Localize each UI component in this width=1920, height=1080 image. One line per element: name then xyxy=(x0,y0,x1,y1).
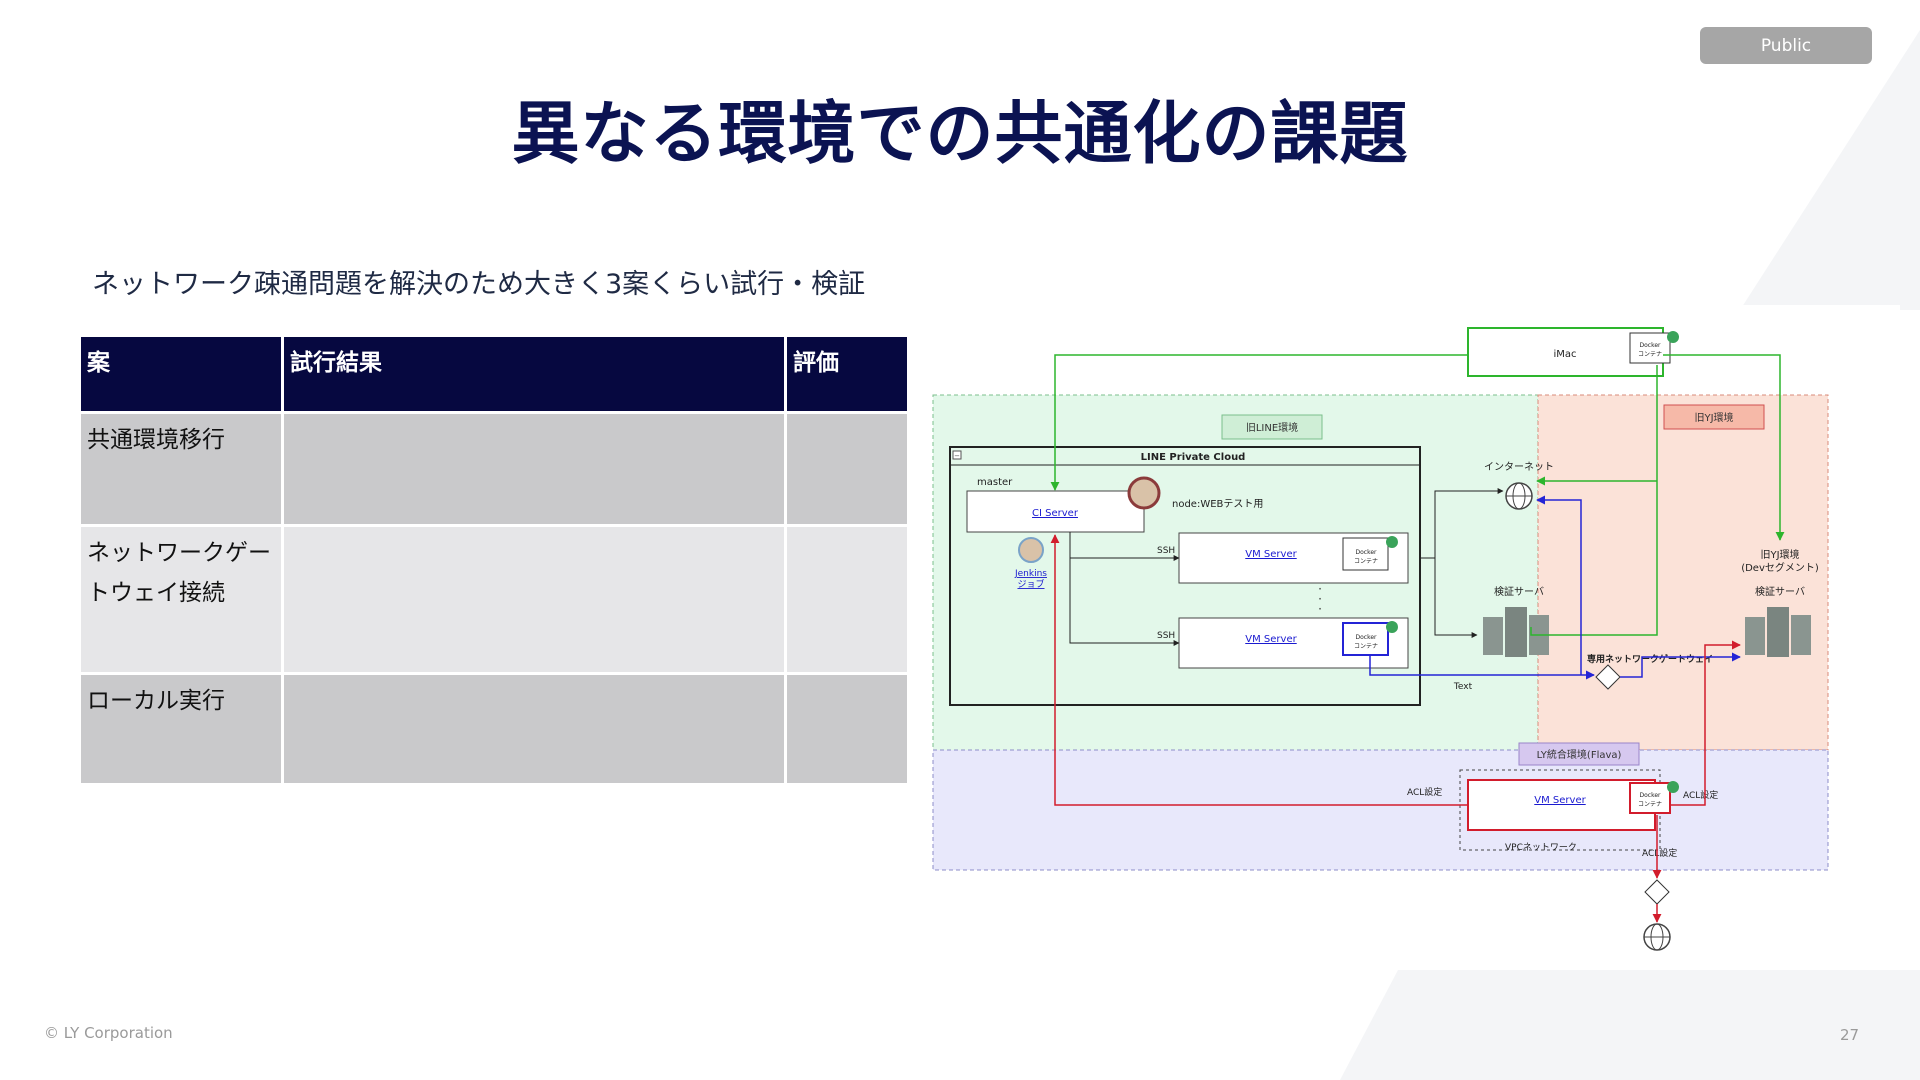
cloud-icon xyxy=(1386,621,1398,633)
docker-label: Docker xyxy=(1639,342,1661,349)
server-stack-icon xyxy=(1745,607,1811,657)
server-stack-icon xyxy=(1483,607,1549,657)
jenkins-icon xyxy=(1127,476,1161,510)
docker-icon xyxy=(1342,622,1389,656)
acl-label: ACL設定 xyxy=(1683,789,1718,801)
old-line-label: 旧LINE環境 xyxy=(1246,421,1298,434)
ellipsis: · xyxy=(1318,582,1322,596)
old-yj-label: 旧YJ環境 xyxy=(1694,411,1733,424)
ci-server-link[interactable]: CI Server xyxy=(1032,508,1079,519)
verify-server-label: 検証サーバ xyxy=(1494,585,1544,598)
header-plan: 案 xyxy=(81,337,281,411)
ly-label: LY統合環境(Flava) xyxy=(1537,748,1622,761)
copyright: © LY Corporation xyxy=(44,1024,173,1042)
table-row: ローカル実行 xyxy=(81,675,907,783)
collapse-icon-glyph: − xyxy=(954,452,960,460)
header-result: 試行結果 xyxy=(284,337,784,411)
old-yj-label-box xyxy=(1663,404,1765,430)
cloud-icon xyxy=(1386,536,1398,548)
line-private-cloud-box xyxy=(949,446,1421,706)
docker-label: Docker xyxy=(1355,549,1377,556)
node-label: node:WEBテスト用 xyxy=(1172,499,1263,510)
slide-title: 異なる環境での共通化の課題 xyxy=(511,95,1409,174)
vm-server-link[interactable]: VM Server xyxy=(1245,634,1297,645)
acl-label: ACL設定 xyxy=(1407,786,1442,798)
line-private-cloud-label: LINE Private Cloud xyxy=(1141,452,1246,463)
collapse-icon[interactable] xyxy=(952,450,962,460)
text-label: Text xyxy=(1453,682,1473,692)
docker-icon xyxy=(1629,332,1671,364)
jenkins-job-link[interactable]: ジョブ xyxy=(1017,578,1044,590)
docker-label: コンテナ xyxy=(1354,558,1378,565)
network-diagram: 旧LINE環境 旧YJ環境 LY統合環境(Flava) iMac Docker … xyxy=(925,305,1900,965)
gateway-diamond xyxy=(1644,879,1670,905)
ellipsis: · xyxy=(1318,592,1322,606)
ly-zone xyxy=(932,749,1829,871)
docker-label: コンテナ xyxy=(1354,643,1378,650)
header-eval: 評価 xyxy=(787,337,907,411)
table-row: ネットワークゲートウェイ接続 xyxy=(81,527,907,672)
vm-server-link[interactable]: VM Server xyxy=(1534,795,1586,806)
result-cell xyxy=(284,675,784,783)
plan-cell: 共通環境移行 xyxy=(81,414,281,524)
cloud-icon xyxy=(1667,781,1679,793)
plan-cell: ローカル実行 xyxy=(81,675,281,783)
internet-label: インターネット xyxy=(1484,461,1554,473)
table-row: 共通環境移行 xyxy=(81,414,907,524)
result-cell xyxy=(284,414,784,524)
cloud-icon xyxy=(1667,331,1679,343)
plan-cell: ネットワークゲートウェイ接続 xyxy=(81,527,281,672)
ci-server-box xyxy=(966,490,1145,533)
docker-label: Docker xyxy=(1639,792,1661,799)
gateway-label: 専用ネットワークゲートウェイ xyxy=(1587,653,1713,665)
docker-label: コンテナ xyxy=(1638,351,1662,358)
imac-label: iMac xyxy=(1553,349,1576,360)
gateway-diamond xyxy=(1595,664,1621,690)
docker-icon xyxy=(1342,537,1389,571)
slide-subtitle: ネットワーク疎通問題を解決のため大きく3案くらい試行・検証 xyxy=(92,269,866,300)
result-cell xyxy=(284,527,784,672)
acl-label: ACL設定 xyxy=(1642,847,1677,859)
docker-icon xyxy=(1629,782,1671,814)
ssh-label: SSH xyxy=(1157,546,1175,556)
plan-table: 案 試行結果 評価 共通環境移行 ネットワークゲートウェイ接続 ローカル実行 xyxy=(78,334,910,786)
page-number: 27 xyxy=(1840,1026,1860,1044)
jenkins-job-icon xyxy=(1018,537,1044,563)
background-shape xyxy=(1340,970,1920,1080)
docker-label: コンテナ xyxy=(1638,801,1662,808)
eval-cell xyxy=(787,675,907,783)
ly-vm-server-box xyxy=(1467,779,1656,831)
eval-cell xyxy=(787,414,907,524)
old-line-label-box xyxy=(1221,414,1323,440)
ly-label-box xyxy=(1518,742,1640,766)
eval-cell xyxy=(787,527,907,672)
master-label: master xyxy=(977,477,1013,488)
table-header-row: 案 試行結果 評価 xyxy=(81,337,907,411)
vm-server-link[interactable]: VM Server xyxy=(1245,549,1297,560)
vpc-label: VPCネットワーク xyxy=(1505,842,1577,853)
docker-label: Docker xyxy=(1355,634,1377,641)
ellipsis: · xyxy=(1318,602,1322,616)
jenkins-job-link[interactable]: Jenkins xyxy=(1014,569,1047,579)
public-badge: Public xyxy=(1700,27,1872,64)
ssh-label: SSH xyxy=(1157,631,1175,641)
old-yj-dev-label: (Devセグメント) xyxy=(1741,561,1819,574)
old-yj-dev-label: 旧YJ環境 xyxy=(1760,548,1799,561)
verify-server-label: 検証サーバ xyxy=(1755,585,1805,598)
